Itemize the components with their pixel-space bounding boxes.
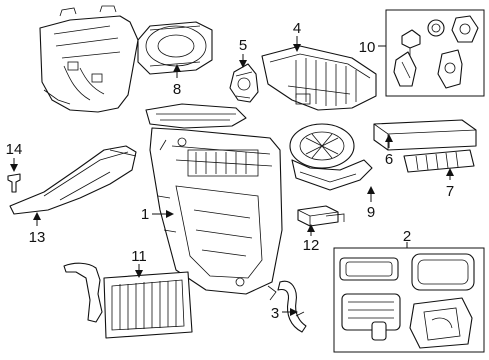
part-14-push-clip	[7, 173, 21, 193]
clip-left	[393, 51, 417, 87]
part-1-hvac-case	[145, 103, 283, 301]
fastener-screw	[401, 29, 421, 56]
part-10-hardware-box	[385, 9, 485, 97]
part-12-resistor	[297, 205, 345, 227]
fastener-nut	[451, 15, 479, 43]
fastener-grommet	[427, 19, 445, 37]
callout-4: 4	[293, 20, 301, 37]
callout-13: 13	[29, 229, 46, 246]
part-11-heater-core	[63, 262, 193, 339]
callout-2: 2	[403, 228, 411, 245]
seal-e	[409, 297, 473, 349]
part-7-filter-cover	[403, 149, 475, 173]
clip-right	[437, 49, 463, 89]
seal-c	[341, 293, 401, 331]
callout-1: 1	[141, 206, 149, 223]
callout-8: 8	[173, 81, 181, 98]
part-4-inlet-duct	[261, 45, 377, 111]
callout-10: 10	[359, 39, 376, 56]
seal-a	[339, 257, 399, 281]
part-9-blower-motor	[289, 123, 373, 191]
leader-lines	[10, 36, 454, 316]
callout-5: 5	[239, 37, 247, 54]
callout-11: 11	[131, 248, 147, 265]
callout-6: 6	[385, 151, 393, 168]
callout-labels: 1 2 3 4 5 6 7 8 9 10 11 12 13 14	[6, 20, 455, 322]
seal-b	[411, 253, 475, 291]
callout-9: 9	[367, 204, 375, 221]
callout-3: 3	[271, 305, 279, 322]
part-13-duct	[9, 145, 137, 215]
callout-14: 14	[6, 141, 23, 158]
part-5-actuator	[229, 63, 259, 103]
callout-7: 7	[446, 183, 454, 200]
callout-12: 12	[303, 237, 320, 254]
seal-d	[371, 321, 387, 341]
part-8-upper-housing	[39, 5, 213, 113]
part-2-seal-kit-box	[333, 247, 485, 353]
part-3-hose	[277, 280, 307, 333]
